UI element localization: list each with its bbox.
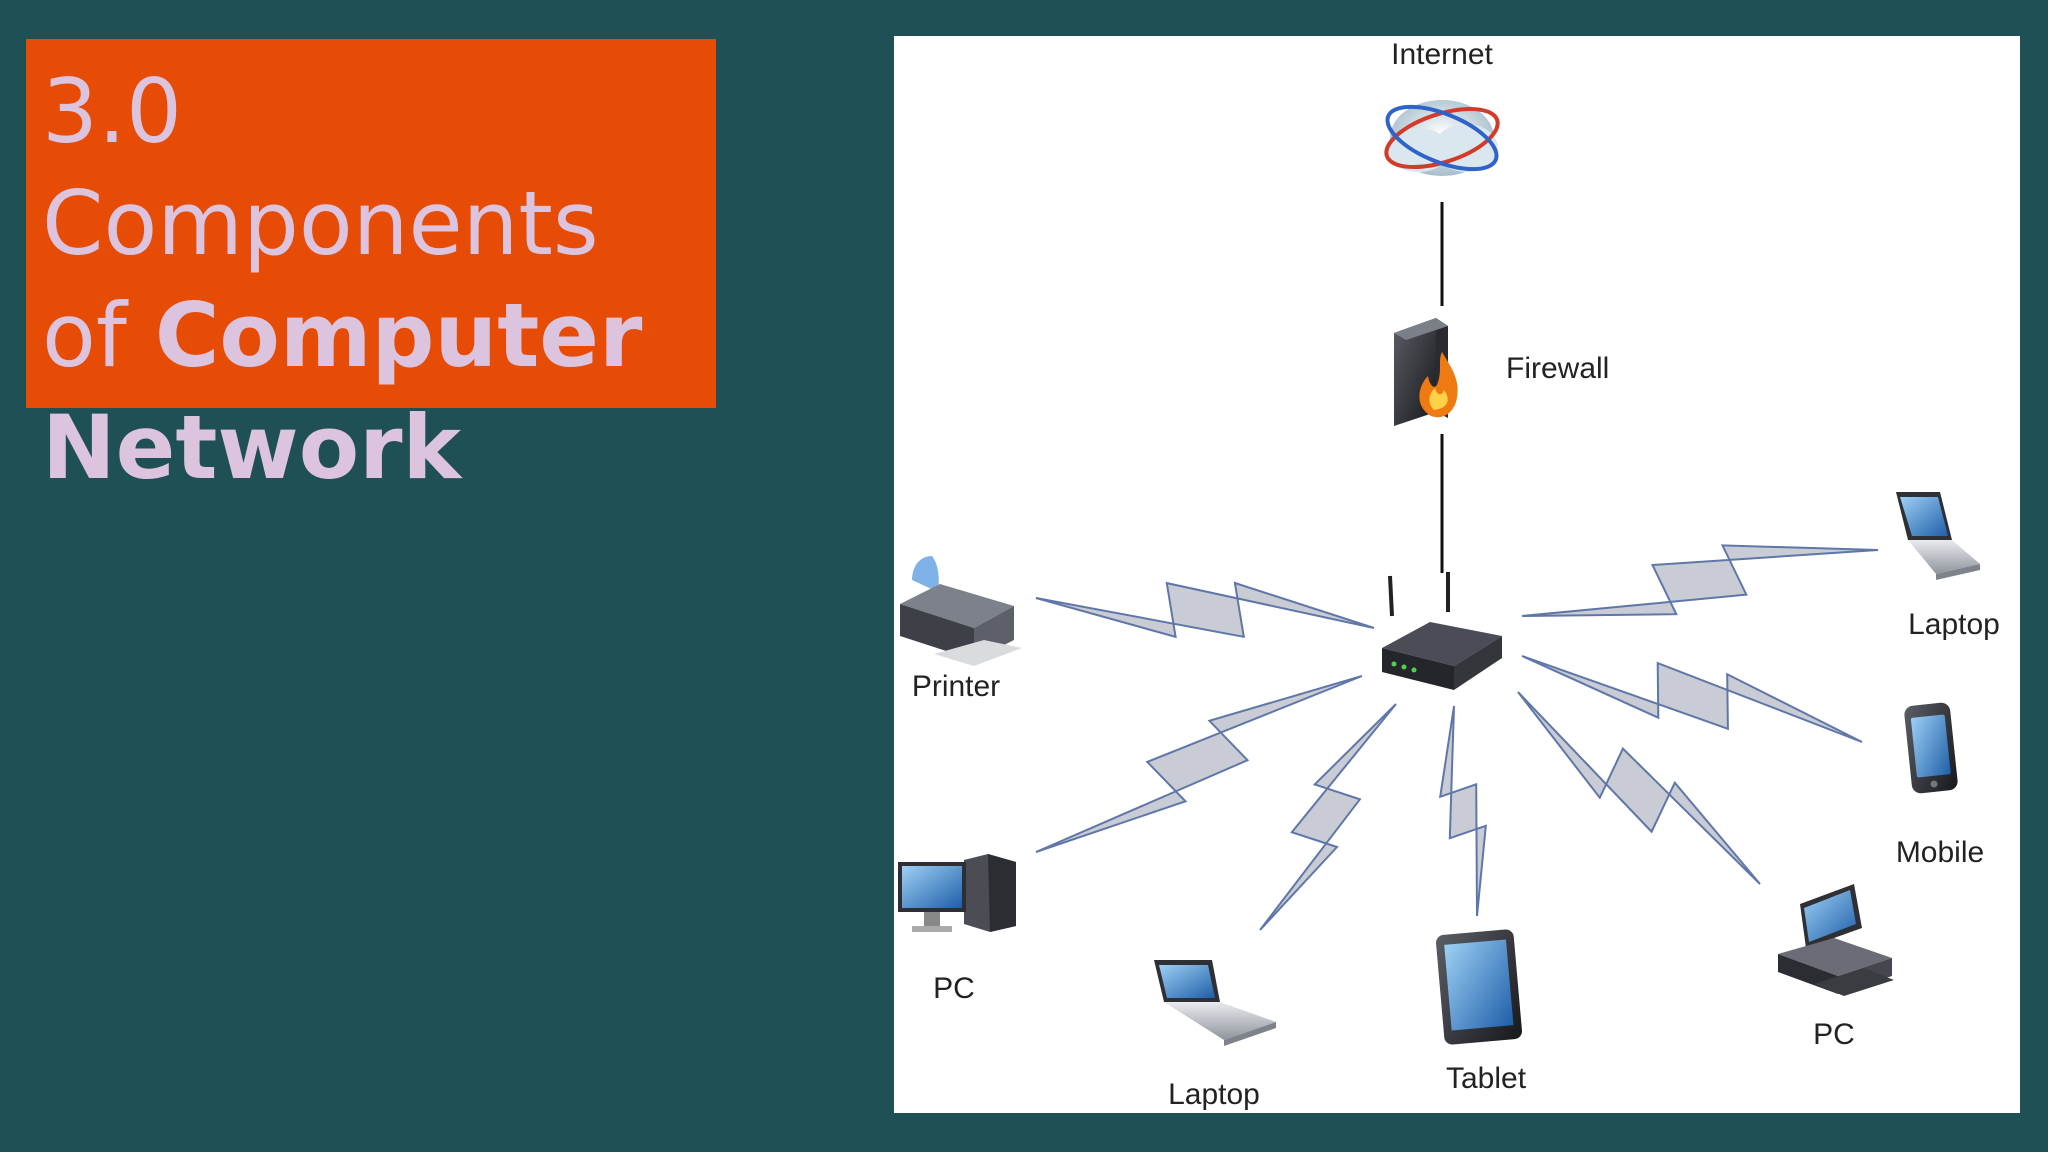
cloud-globe-icon [1384, 100, 1500, 176]
wireless-link-pc-left [1035, 675, 1363, 853]
printer-label: Printer [912, 670, 1000, 703]
tablet-label: Tablet [1446, 1062, 1527, 1095]
internet-node: Internet [1384, 38, 1500, 176]
laptop-right-label: Laptop [1908, 608, 2000, 641]
laptop-bottom-node: Laptop [1154, 960, 1276, 1111]
wireless-link-laptop-bottom [1259, 703, 1397, 931]
title-highlight-box [26, 39, 716, 408]
slide-title: 3.0 Components of Computer Network [42, 56, 762, 504]
tablet-node: Tablet [1436, 929, 1527, 1095]
wireless-link-printer [1035, 581, 1375, 639]
pc-right-label: PC [1813, 1018, 1855, 1051]
title-line-1: 3.0 [42, 60, 182, 163]
pc-left-node: PC [898, 854, 1016, 1005]
firewall-icon [1394, 318, 1458, 426]
laptop-bottom-label: Laptop [1168, 1078, 1260, 1111]
desktop-pc-icon [1778, 884, 1894, 996]
wireless-link-tablet [1438, 705, 1487, 917]
laptop-right-node: Laptop [1896, 492, 2000, 641]
firewall-label: Firewall [1506, 352, 1609, 385]
wireless-link-pc-right [1517, 691, 1761, 885]
network-diagram: Internet Firewall [898, 38, 2000, 1111]
wireless-link-mobile [1521, 655, 1863, 743]
mobile-phone-icon [1904, 702, 1958, 794]
wireless-link-laptop-right [1521, 544, 1879, 617]
pc-right-node: PC [1778, 884, 1894, 1051]
pc-left-label: PC [933, 972, 975, 1005]
desktop-pc-icon [898, 854, 1016, 932]
laptop-icon [1154, 960, 1276, 1046]
router-node [1382, 572, 1502, 690]
title-line-2: Components [42, 172, 599, 275]
wireless-router-icon [1382, 572, 1502, 690]
tablet-icon [1436, 929, 1522, 1045]
printer-node: Printer [900, 556, 1022, 703]
title-line-4-bold: Network [42, 396, 462, 499]
firewall-node: Firewall [1394, 318, 1609, 426]
mobile-node: Mobile [1896, 702, 1984, 869]
title-line-3-prefix: of [42, 284, 127, 387]
mobile-label: Mobile [1896, 836, 1984, 869]
network-diagram-panel: Internet Firewall [894, 36, 2020, 1113]
title-line-3-bold: Computer [154, 284, 643, 387]
internet-label: Internet [1391, 38, 1493, 71]
laptop-icon [1896, 492, 1980, 580]
printer-icon [900, 556, 1022, 666]
